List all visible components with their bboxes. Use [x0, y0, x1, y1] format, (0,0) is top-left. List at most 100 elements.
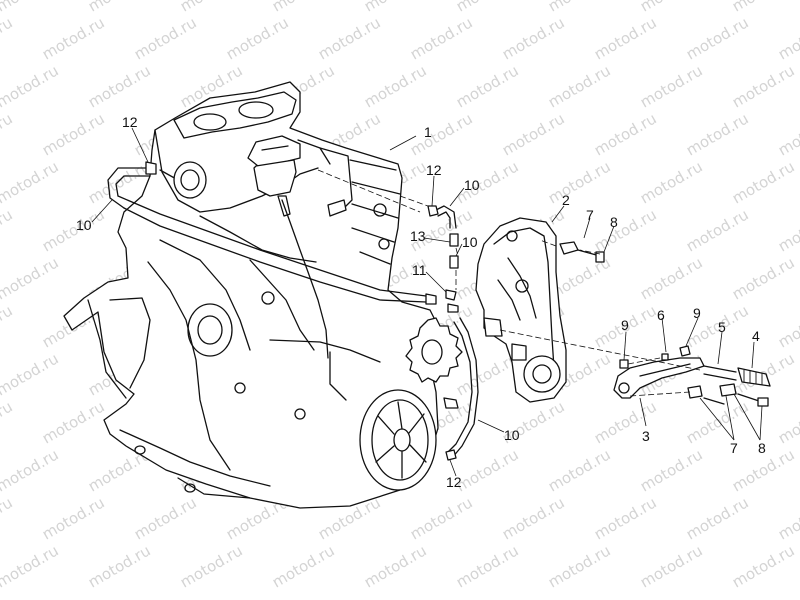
- callout-2: 2: [562, 192, 570, 208]
- watermark-text: motod.ru: [361, 541, 430, 591]
- watermark-text: motod.ru: [775, 13, 800, 63]
- callout-12-upper-left: 12: [122, 114, 138, 130]
- side-cover-disc: [359, 389, 437, 491]
- watermark-text: motod.ru: [361, 0, 430, 15]
- gear-shift-lever: [613, 345, 771, 407]
- watermark-text: motod.ru: [545, 445, 614, 495]
- watermark-text: motod.ru: [0, 0, 62, 15]
- callout-3: 3: [642, 428, 650, 444]
- watermark-text: motod.ru: [683, 13, 752, 63]
- watermark-text: motod.ru: [269, 541, 338, 591]
- hose-fittings: [145, 161, 459, 461]
- watermark-text: motod.ru: [637, 157, 706, 207]
- watermark-text: motod.ru: [0, 61, 62, 111]
- callout-7-lower: 7: [730, 440, 738, 456]
- watermark-text: motod.ru: [637, 253, 706, 303]
- watermark-text: motod.ru: [729, 61, 798, 111]
- watermark-text: motod.ru: [407, 493, 476, 543]
- watermark-text: motod.ru: [39, 205, 108, 255]
- watermark-text: motod.ru: [39, 109, 108, 159]
- watermark-text: motod.ru: [0, 349, 62, 399]
- callout-8-lower: 8: [758, 440, 766, 456]
- watermark-text: motod.ru: [177, 0, 246, 15]
- watermark-text: motod.ru: [0, 397, 16, 447]
- callout-9-right: 9: [693, 305, 701, 321]
- alignment-lines: [317, 169, 701, 397]
- watermark-text: motod.ru: [453, 61, 522, 111]
- sprocket-cover: [475, 217, 567, 403]
- watermark-text: motod.ru: [729, 157, 798, 207]
- watermark-text: motod.ru: [0, 493, 16, 543]
- watermark-text: motod.ru: [0, 541, 62, 591]
- callout-10-lower: 10: [504, 427, 520, 443]
- watermark-text: motod.ru: [729, 541, 798, 591]
- callout-4: 4: [752, 328, 760, 344]
- watermark-text: motod.ru: [0, 13, 16, 63]
- watermark-text: motod.ru: [0, 301, 16, 351]
- watermark-text: motod.ru: [0, 445, 62, 495]
- watermark-text: motod.ru: [775, 109, 800, 159]
- watermark-text: motod.ru: [545, 0, 614, 15]
- watermark-text: motod.ru: [85, 541, 154, 591]
- watermark-text: motod.ru: [591, 13, 660, 63]
- watermark-text: motod.ru: [407, 13, 476, 63]
- watermark-text: motod.ru: [0, 109, 16, 159]
- callout-12-upper-right: 12: [426, 162, 442, 178]
- upper-spacer-bolt: [559, 241, 605, 263]
- watermark-text: motod.ru: [499, 13, 568, 63]
- watermark-text: motod.ru: [85, 0, 154, 15]
- callout-11: 11: [412, 262, 427, 278]
- watermark-text: motod.ru: [39, 397, 108, 447]
- hose-set: [107, 139, 479, 459]
- watermark-text: motod.ru: [85, 61, 154, 111]
- watermark-text: motod.ru: [729, 0, 798, 15]
- watermark-text: motod.ru: [407, 109, 476, 159]
- watermark-text: motod.ru: [637, 541, 706, 591]
- callout-12-bottom: 12: [446, 474, 462, 490]
- callout-6: 6: [657, 307, 665, 323]
- watermark-text: motod.ru: [39, 493, 108, 543]
- watermark-text: motod.ru: [683, 493, 752, 543]
- watermark-text: motod.ru: [775, 493, 800, 543]
- watermark-text: motod.ru: [499, 493, 568, 543]
- watermark-text: motod.ru: [683, 205, 752, 255]
- callout-1: 1: [424, 124, 432, 140]
- watermark-text: motod.ru: [0, 157, 62, 207]
- watermark-text: motod.ru: [545, 157, 614, 207]
- callout-5: 5: [718, 319, 726, 335]
- callout-labels: 1 2 3 4 5 6 7 7 8 8 9 9 10 10 10 10 11 1…: [76, 114, 766, 490]
- watermark-text: motod.ru: [545, 61, 614, 111]
- watermark-text: motod.ru: [0, 253, 62, 303]
- watermark-text: motod.ru: [315, 13, 384, 63]
- watermark-text: motod.ru: [453, 0, 522, 15]
- callout-7-upper: 7: [586, 207, 594, 223]
- watermark-text: motod.ru: [637, 445, 706, 495]
- watermark-text: motod.ru: [499, 109, 568, 159]
- watermark-text: motod.ru: [545, 541, 614, 591]
- pressure-regulator: [247, 135, 301, 217]
- watermark-text: motod.ru: [775, 205, 800, 255]
- watermark-text: motod.ru: [775, 397, 800, 447]
- watermark-text: motod.ru: [683, 109, 752, 159]
- watermark-text: motod.ru: [131, 493, 200, 543]
- watermark-text: motod.ru: [775, 301, 800, 351]
- watermark-text: motod.ru: [591, 109, 660, 159]
- watermark-text: motod.ru: [453, 541, 522, 591]
- watermark-text: motod.ru: [0, 205, 16, 255]
- watermark-text: motod.ru: [223, 13, 292, 63]
- watermark-text: motod.ru: [591, 493, 660, 543]
- watermark-text: motod.ru: [729, 253, 798, 303]
- watermark-text: motod.ru: [683, 397, 752, 447]
- watermark-text: motod.ru: [361, 61, 430, 111]
- callout-13: 13: [410, 228, 426, 244]
- callout-10-left: 10: [76, 217, 92, 233]
- drive-sprocket: [405, 317, 463, 383]
- watermark-text: motod.ru: [637, 61, 706, 111]
- callout-10-upper-right: 10: [464, 177, 480, 193]
- watermark-text: motod.ru: [591, 205, 660, 255]
- watermark-text: motod.ru: [269, 0, 338, 15]
- watermark-text: motod.ru: [131, 13, 200, 63]
- callout-8-upper: 8: [610, 214, 618, 230]
